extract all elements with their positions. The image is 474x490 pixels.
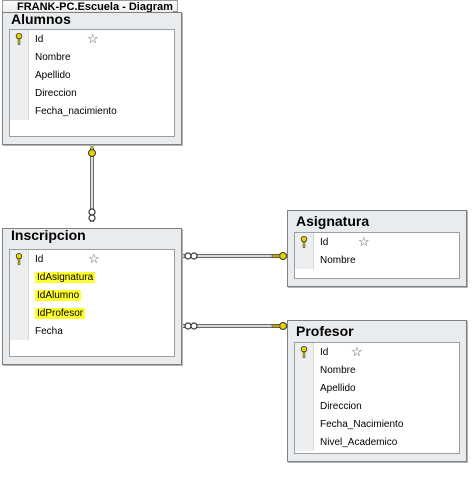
column-name: Fecha_Nacimiento bbox=[320, 418, 404, 430]
column-name: Apellido bbox=[35, 69, 71, 81]
column-row[interactable]: Id ☆ bbox=[10, 250, 174, 268]
column-grid: Id ☆ Nombre Apellido Direccion Fecha_nac… bbox=[9, 29, 175, 137]
column-row[interactable]: Nombre bbox=[10, 48, 174, 66]
star-icon: ☆ bbox=[358, 234, 370, 249]
column-name: Apellido bbox=[320, 382, 356, 394]
diagram-tab[interactable]: FRANK-PC.Escuela - Diagram_0* bbox=[2, 0, 178, 14]
column-row[interactable]: IdAlumno bbox=[10, 286, 174, 304]
column-name: Id bbox=[35, 33, 44, 45]
column-row[interactable]: Nombre bbox=[295, 251, 459, 269]
column-name: IdAsignatura bbox=[35, 271, 96, 283]
column-row[interactable]: Id ☆ bbox=[295, 343, 459, 361]
table-profesor[interactable]: Profesor Id ☆ Nombre Apellido Direccion … bbox=[287, 320, 467, 462]
column-row[interactable]: Direccion bbox=[295, 397, 459, 415]
column-row[interactable]: Fecha bbox=[10, 322, 174, 340]
table-title: Profesor bbox=[296, 323, 354, 339]
relationship-inscripcion-asignatura[interactable] bbox=[182, 252, 288, 260]
column-name: Id bbox=[320, 236, 329, 248]
star-icon: ☆ bbox=[87, 31, 99, 46]
column-grid: Id ☆ Nombre Apellido Direccion Fecha_Nac… bbox=[294, 342, 460, 454]
table-asignatura[interactable]: Asignatura Id ☆ Nombre bbox=[287, 210, 467, 287]
column-name: Id bbox=[35, 253, 44, 265]
key-icon bbox=[271, 252, 287, 260]
column-name: Direccion bbox=[320, 400, 362, 412]
column-name: Nombre bbox=[35, 51, 71, 63]
column-row[interactable]: Nombre bbox=[295, 361, 459, 379]
infinity-icon bbox=[88, 208, 96, 222]
key-icon bbox=[300, 346, 308, 358]
column-name: Fecha bbox=[35, 325, 63, 337]
column-row[interactable]: IdAsignatura bbox=[10, 268, 174, 286]
column-name: IdProfesor bbox=[35, 307, 86, 319]
column-grid: Id ☆ Nombre bbox=[294, 232, 460, 279]
column-row[interactable]: Fecha_nacimiento bbox=[10, 102, 174, 120]
column-row[interactable]: Nivel_Academico bbox=[295, 433, 459, 451]
table-title: Inscripcion bbox=[11, 227, 86, 243]
column-name: Nombre bbox=[320, 364, 356, 376]
key-icon bbox=[271, 322, 287, 330]
column-name: Direccion bbox=[35, 87, 77, 99]
column-row[interactable]: Id ☆ bbox=[10, 30, 174, 48]
table-title: Alumnos bbox=[11, 11, 71, 27]
infinity-icon bbox=[184, 322, 198, 330]
relationship-alumnos-inscripcion[interactable] bbox=[88, 143, 96, 222]
table-inscripcion[interactable]: Inscripcion Id ☆ IdAsignatura IdAlumno I… bbox=[2, 227, 182, 365]
column-grid: Id ☆ IdAsignatura IdAlumno IdProfesor Fe… bbox=[9, 249, 175, 357]
column-name: Id bbox=[320, 346, 329, 358]
column-row[interactable]: Id ☆ bbox=[295, 233, 459, 251]
column-row[interactable]: IdProfesor bbox=[10, 304, 174, 322]
key-icon bbox=[300, 236, 308, 248]
key-icon bbox=[88, 143, 96, 157]
table-alumnos[interactable]: Alumnos Id ☆ Nombre Apellido Direccion F… bbox=[2, 11, 182, 145]
column-row[interactable]: Fecha_Nacimiento bbox=[295, 415, 459, 433]
column-name: Fecha_nacimiento bbox=[35, 105, 117, 117]
column-name: IdAlumno bbox=[35, 289, 82, 301]
relationship-inscripcion-profesor[interactable] bbox=[182, 322, 288, 330]
column-name: Nombre bbox=[320, 254, 356, 266]
column-name: Nivel_Academico bbox=[320, 436, 398, 448]
key-icon bbox=[15, 253, 23, 265]
star-icon: ☆ bbox=[351, 344, 363, 359]
table-title: Asignatura bbox=[296, 213, 370, 229]
star-icon: ☆ bbox=[88, 251, 100, 266]
column-row[interactable]: Direccion bbox=[10, 84, 174, 102]
column-row[interactable]: Apellido bbox=[10, 66, 174, 84]
infinity-icon bbox=[184, 252, 198, 260]
column-row[interactable]: Apellido bbox=[295, 379, 459, 397]
key-icon bbox=[15, 33, 23, 45]
